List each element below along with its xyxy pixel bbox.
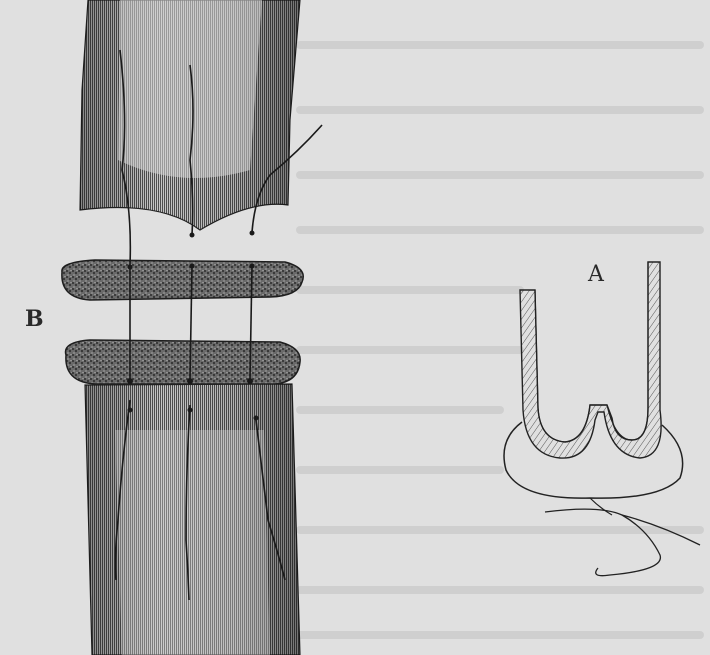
- lower-cuff: [66, 340, 301, 384]
- upper-cuff: [62, 260, 303, 300]
- figure-label-a: A: [588, 264, 604, 286]
- upper-intestine-segment: [80, 0, 300, 230]
- bleed-through-texture: [300, 45, 700, 635]
- figure-label-b: B: [25, 308, 44, 330]
